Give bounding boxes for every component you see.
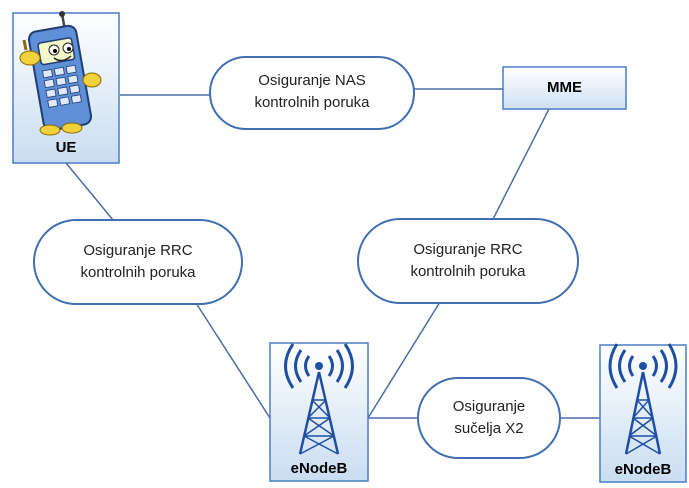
connector-lines: [65, 88, 600, 419]
rrc-left-link-label: Osiguranje RRC kontrolnih poruka: [34, 240, 242, 284]
rrc-right-link-label: Osiguranje RRC kontrolnih poruka: [358, 239, 578, 283]
mobile-phone-character-icon: [19, 11, 102, 136]
rrc-left-link-line1: Osiguranje RRC: [83, 242, 193, 259]
enodeb-1-label: eNodeB: [290, 460, 348, 477]
rrc-right-link-line2: kontrolnih poruka: [410, 263, 526, 280]
line-rrc-enodeb-right: [367, 301, 441, 419]
line-ue-rrc: [65, 162, 119, 227]
mme-node-box: [502, 66, 627, 110]
ue-label: UE: [55, 139, 77, 156]
line-rrc-enodeb: [195, 302, 271, 419]
rrc-left-link-line2: kontrolnih poruka: [80, 264, 196, 281]
rrc-right-link-line1: Osiguranje RRC: [413, 241, 523, 258]
enodeb-2-label: eNodeB: [614, 461, 672, 478]
mme-label: MME: [547, 79, 582, 96]
rrc-right-link-pill: [357, 218, 579, 304]
radio-tower-icon: [284, 343, 354, 455]
x2-link-line1: Osiguranje: [452, 398, 526, 415]
rrc-left-link-pill: [33, 219, 243, 305]
radio-tower-icon: [608, 343, 678, 455]
nas-link-label: Osiguranje NAS kontrolnih poruka: [210, 70, 414, 114]
x2-link-pill: [417, 377, 561, 459]
x2-link-label: Osiguranje sučelja X2: [418, 396, 560, 440]
nas-link-pill: [209, 56, 415, 130]
nas-link-line2: kontrolnih poruka: [254, 94, 370, 111]
x2-link-line2: sučelja X2: [454, 420, 524, 437]
line-mme-rrc: [489, 108, 550, 226]
nas-link-line1: Osiguranje NAS: [258, 72, 366, 89]
